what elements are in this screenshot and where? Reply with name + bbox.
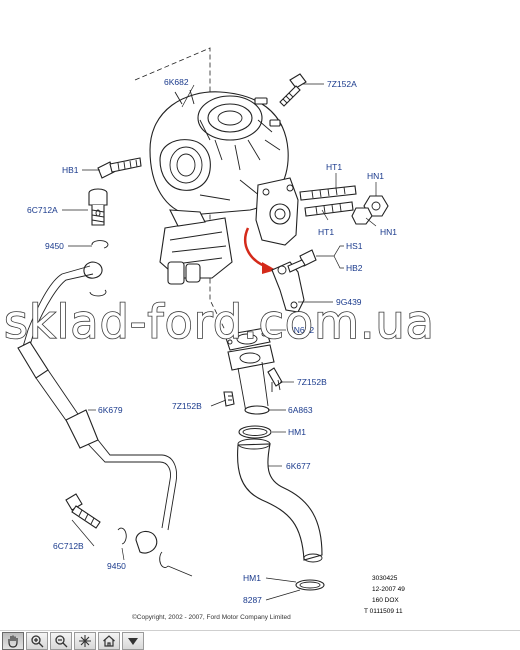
nuts-hn1 xyxy=(351,195,389,225)
label-7z152a: 7Z152A xyxy=(327,79,357,89)
zoom-fit-icon xyxy=(79,634,91,647)
hose-clamp-hm1-top xyxy=(238,425,272,439)
copyright-text: ©Copyright, 2002 - 2007, Ford Motor Comp… xyxy=(132,613,291,621)
label-hn1-bottom: HN1 xyxy=(380,227,397,237)
zoom-in-icon xyxy=(31,634,44,647)
label-hm1-bottom: HM1 xyxy=(243,573,261,583)
label-9450-bottom: 9450 xyxy=(107,561,126,571)
label-8287: 8287 xyxy=(243,595,262,605)
label-6n652: 6N652 xyxy=(289,325,314,335)
leader-lines xyxy=(62,83,377,601)
bracket-9g439 xyxy=(271,261,305,313)
label-6k677: 6K677 xyxy=(286,461,311,471)
washer-9450-top xyxy=(89,240,109,297)
banjo-bolt-6c712b xyxy=(65,493,101,529)
label-9g439: 9G439 xyxy=(336,297,362,307)
label-hm1-top: HM1 xyxy=(288,427,306,437)
reference-line-2: 12-2007 49 xyxy=(372,586,405,593)
label-hn1-top: HN1 xyxy=(367,171,384,181)
home-tool-button[interactable] xyxy=(98,631,120,650)
bolt-hs1 xyxy=(287,249,317,273)
reference-line-1: 3030425 xyxy=(372,575,398,582)
parts-diagram: 6K682 7Z152A HB1 6C712A 9450 HT1 HN1 HT1… xyxy=(3,47,435,621)
zoom-out-icon xyxy=(55,634,68,647)
turbocharger-drawing xyxy=(149,89,299,246)
label-ht1-bottom: HT1 xyxy=(318,227,334,237)
studs-ht1 xyxy=(299,185,357,217)
hand-icon xyxy=(8,635,18,648)
label-9450-top: 9450 xyxy=(45,241,64,251)
banjo-bolt-6c712a xyxy=(88,188,108,226)
viewer-toolbar xyxy=(0,630,520,650)
zoom-in-tool-button[interactable] xyxy=(26,631,48,650)
reference-line-4: T 0111509 11 xyxy=(364,608,403,615)
label-6a863: 6A863 xyxy=(288,405,313,415)
washer-9450-bottom xyxy=(117,527,169,568)
gasket-6n652 xyxy=(224,327,271,351)
zoom-fit-tool-button[interactable] xyxy=(74,631,96,650)
label-6c712b: 6C712B xyxy=(53,541,84,551)
label-ht1-top: HT1 xyxy=(326,162,342,172)
triangle-down-icon xyxy=(128,637,138,645)
home-icon xyxy=(103,634,115,647)
reference-line-3: 160 DOX xyxy=(372,597,399,604)
bolt-7z152b-left xyxy=(223,391,235,407)
zoom-out-tool-button[interactable] xyxy=(50,631,72,650)
menu-tool-button[interactable] xyxy=(122,631,144,650)
label-7z152b-left: 7Z152B xyxy=(172,401,202,411)
exhaust-manifold-drawing xyxy=(159,217,233,285)
outlet-pipe-6a863 xyxy=(227,344,275,415)
pan-tool-button[interactable] xyxy=(2,631,24,650)
label-6k679: 6K679 xyxy=(98,405,123,415)
label-6c712a: 6C712A xyxy=(27,205,58,215)
label-hb1: HB1 xyxy=(62,165,79,175)
hose-clamp-hm1-bottom xyxy=(295,579,325,591)
label-6k682: 6K682 xyxy=(164,77,189,87)
bolt-7z152a xyxy=(279,73,307,107)
bolt-hb1 xyxy=(97,157,142,179)
oil-feed-pipe-6k679 xyxy=(17,261,177,554)
bolt-7z152b-right xyxy=(267,367,283,392)
watermark-text: sklad-ford.com.ua xyxy=(4,295,435,349)
hose-6k677 xyxy=(237,438,323,563)
label-7z152b-right: 7Z152B xyxy=(297,377,327,387)
label-hs1: HS1 xyxy=(346,241,363,251)
mounting-outline xyxy=(134,47,226,331)
label-hb2: HB2 xyxy=(346,263,363,273)
